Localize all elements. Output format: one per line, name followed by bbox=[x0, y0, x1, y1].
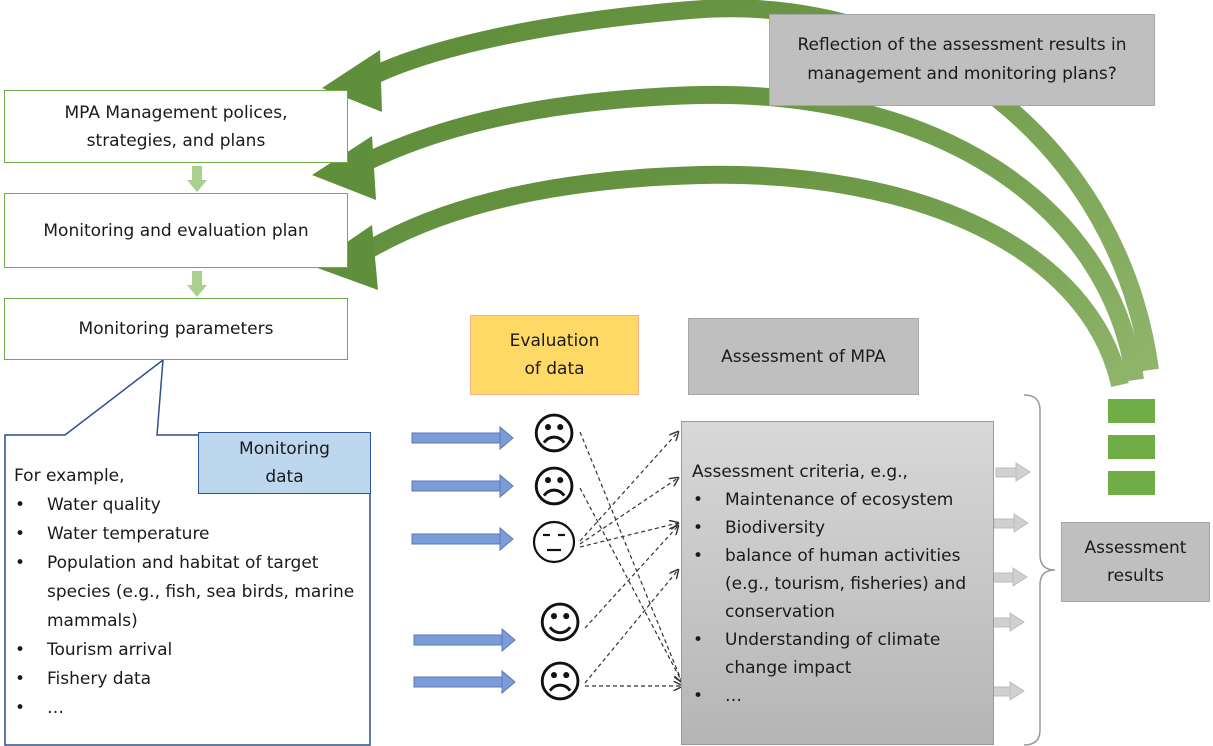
feedback-arrow-top bbox=[322, 0, 1159, 372]
criteria-item: Biodiversity bbox=[693, 514, 997, 542]
policies-box: MPA Management polices, strategies, and … bbox=[4, 90, 348, 163]
policies-text: MPA Management polices, strategies, and … bbox=[64, 102, 288, 151]
feedback-arrow-middle bbox=[312, 85, 1144, 382]
reflection-text: Reflection of the assessment results in … bbox=[797, 35, 1127, 84]
down-arrow-2 bbox=[187, 271, 207, 297]
criteria-item: … bbox=[693, 682, 997, 710]
example-item: Water temperature bbox=[15, 520, 357, 549]
example-item: Tourism arrival bbox=[15, 636, 357, 665]
blue-arrow-2 bbox=[411, 473, 514, 499]
sad-face-icon: ☹ bbox=[531, 409, 577, 460]
evaluation-text: Evaluation of data bbox=[509, 331, 600, 379]
blue-arrow-5 bbox=[413, 669, 516, 695]
parameters-text: Monitoring parameters bbox=[78, 319, 274, 339]
example-item: Population and habitat of target species… bbox=[15, 549, 357, 636]
green-bar-icon bbox=[1108, 435, 1155, 459]
reflection-box: Reflection of the assessment results in … bbox=[769, 14, 1155, 106]
down-arrow-1 bbox=[187, 166, 207, 192]
monitoring-evaluation-plan-box: Monitoring and evaluation plan bbox=[4, 193, 348, 268]
blue-arrow-4 bbox=[413, 627, 516, 653]
monitoring-data-box: Monitoring data bbox=[198, 432, 371, 494]
me-plan-text: Monitoring and evaluation plan bbox=[43, 220, 309, 241]
criteria-item: Understanding of climate change impact bbox=[693, 626, 990, 682]
sad-face-icon: ☹ bbox=[531, 462, 577, 513]
example-item: Fishery data bbox=[15, 665, 357, 694]
examples-intro: For example, bbox=[14, 466, 125, 486]
blue-arrow-1 bbox=[411, 425, 514, 451]
criteria-intro: Assessment criteria, e.g., bbox=[692, 462, 908, 482]
criteria-item: balance of human activities (e.g., touri… bbox=[693, 542, 990, 626]
right-bracket bbox=[1023, 394, 1056, 746]
example-item: … bbox=[15, 694, 357, 723]
dashed-connectors bbox=[579, 432, 682, 686]
neutral-face-icon bbox=[532, 520, 576, 564]
assessment-mpa-text: Assessment of MPA bbox=[721, 346, 886, 367]
monitoring-parameters-box: Monitoring parameters bbox=[4, 298, 348, 360]
sad-face-icon: ☹ bbox=[537, 657, 583, 708]
example-item: Water quality bbox=[15, 491, 357, 520]
assessment-results-box: Assessment results bbox=[1061, 522, 1210, 602]
gray-output-arrows bbox=[989, 462, 1031, 701]
assessment-results-text: Assessment results bbox=[1084, 538, 1187, 586]
green-bar-icon bbox=[1108, 399, 1155, 423]
blue-arrow-3 bbox=[411, 526, 514, 552]
criteria-list: Assessment criteria, e.g., Maintenance o… bbox=[692, 458, 997, 710]
green-bar-icon bbox=[1108, 471, 1155, 495]
assessment-mpa-box: Assessment of MPA bbox=[688, 318, 919, 395]
happy-face-icon: ☺ bbox=[537, 598, 583, 649]
monitoring-data-text: Monitoring data bbox=[239, 439, 330, 487]
criteria-item: Maintenance of ecosystem bbox=[693, 486, 997, 514]
examples-list: For example, Water quality Water tempera… bbox=[14, 462, 357, 723]
evaluation-box: Evaluation of data bbox=[470, 315, 639, 395]
